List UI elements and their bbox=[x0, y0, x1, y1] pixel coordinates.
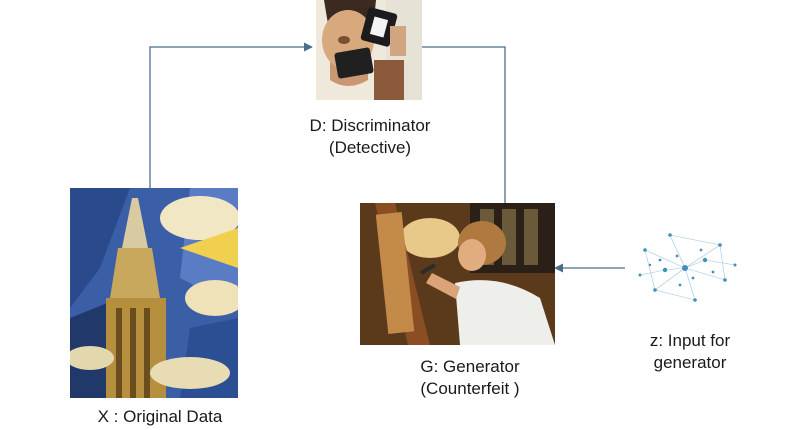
original-painting-image bbox=[70, 188, 238, 398]
original-data-label: X : Original Data bbox=[97, 407, 223, 426]
noise-input-line1: z: Input for bbox=[649, 331, 731, 350]
painter-image bbox=[360, 203, 555, 345]
noise-input-label: z: Input for generator bbox=[620, 330, 760, 374]
network-graph-image bbox=[625, 220, 745, 315]
arrow-original-to-discriminator bbox=[149, 42, 313, 188]
discriminator-label: D: Discriminator (Detective) bbox=[260, 115, 480, 159]
discriminator-name: D: Discriminator bbox=[309, 116, 431, 135]
detective-image bbox=[316, 0, 422, 100]
generator-role: (Counterfeit ) bbox=[420, 379, 520, 398]
generator-label: G: Generator (Counterfeit ) bbox=[380, 356, 560, 400]
noise-input-line2: generator bbox=[653, 353, 727, 372]
generator-name: G: Generator bbox=[420, 357, 520, 376]
discriminator-role: (Detective) bbox=[328, 138, 412, 157]
arrow-generator-to-discriminator bbox=[413, 42, 506, 203]
